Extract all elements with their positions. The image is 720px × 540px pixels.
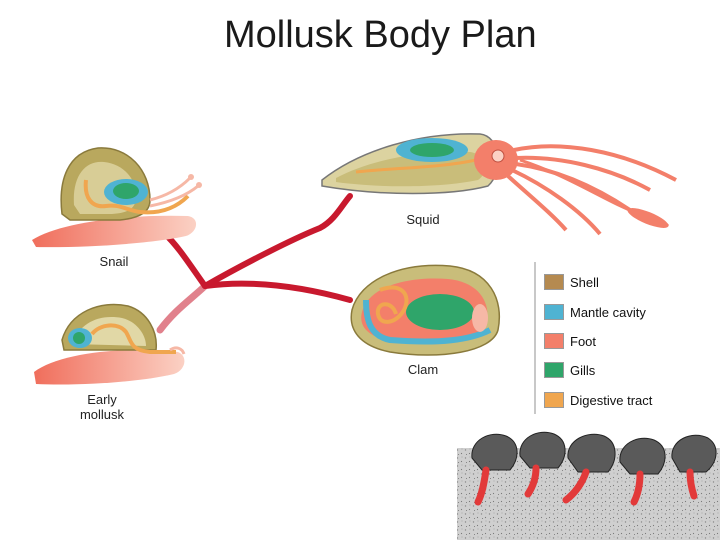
digestive-tract-swatch	[544, 392, 564, 408]
early-mollusk-illustration	[34, 303, 186, 385]
limpet	[619, 437, 666, 506]
mantle-cavity-swatch	[544, 304, 564, 320]
label-early-line1: Early	[87, 392, 117, 407]
page-title: Mollusk Body Plan	[224, 14, 537, 56]
label-snail: Snail	[99, 254, 129, 269]
title-area: Mollusk Body Plan	[0, 0, 720, 70]
limpet	[562, 433, 616, 504]
label-clam: Clam	[407, 362, 439, 377]
evolution-branches	[156, 193, 353, 334]
legend-item-foot: Foot	[544, 331, 596, 351]
label-early-mollusk: Early mollusk	[72, 392, 132, 422]
label-early-line2: mollusk	[79, 407, 125, 422]
legend: Shell Mantle cavity Foot Gills Digestive…	[534, 262, 672, 414]
legend-label: Mantle cavity	[570, 304, 646, 320]
limpets-image	[457, 431, 720, 540]
squid-illustration	[321, 133, 677, 236]
shell-swatch	[544, 274, 564, 290]
legend-label: Foot	[570, 333, 597, 349]
legend-label: Gills	[570, 362, 596, 378]
clam-illustration	[350, 264, 501, 356]
legend-label: Shell	[570, 274, 599, 290]
snail-illustration	[32, 147, 202, 248]
label-squid: Squid	[406, 212, 440, 227]
legend-item-digestive-tract: Digestive tract	[544, 390, 652, 410]
foot-swatch	[544, 333, 564, 349]
limpet	[471, 433, 518, 506]
gills-swatch	[544, 362, 564, 378]
legend-divider	[534, 262, 536, 414]
legend-label: Digestive tract	[570, 392, 653, 408]
limpet	[519, 431, 566, 498]
legend-item-gills: Gills	[544, 360, 595, 380]
legend-item-shell: Shell	[544, 272, 599, 292]
limpet	[671, 434, 717, 500]
legend-item-mantle-cavity: Mantle cavity	[544, 302, 646, 322]
